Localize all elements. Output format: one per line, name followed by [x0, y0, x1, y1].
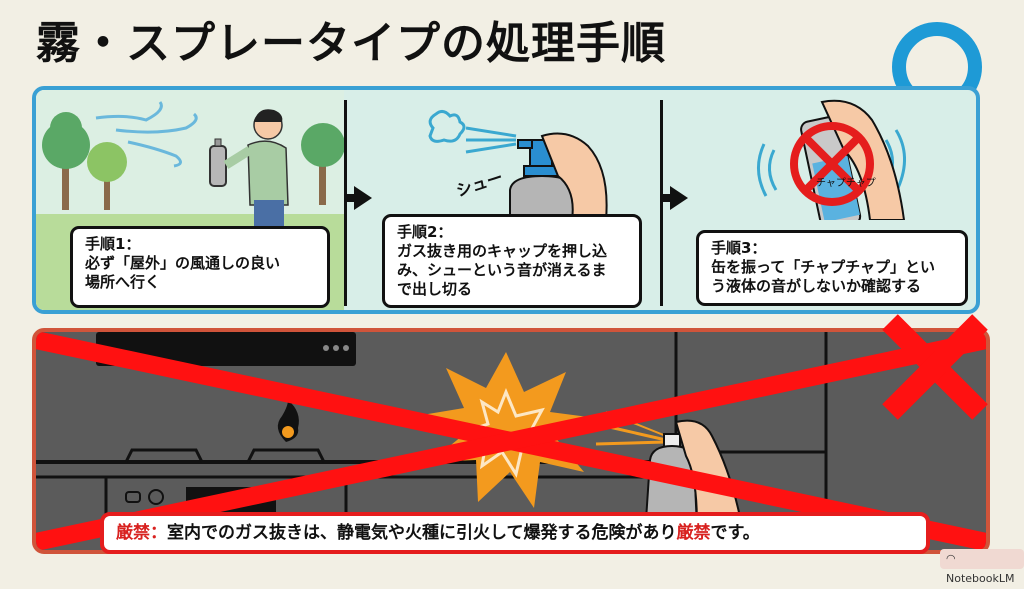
step-1: 手順1： 必ず「屋外」の風通しの良い 場所へ行く: [36, 90, 344, 310]
step-1-line-1: 必ず「屋外」の風通しの良い: [85, 254, 281, 272]
arrow-right-icon: [670, 186, 688, 210]
step-2-line-1: ガス抜き用のキャップを押し込: [397, 242, 608, 260]
warning-prefix: 厳禁：: [116, 523, 167, 543]
shaking-can-illustration: チャプチャプ: [757, 99, 906, 220]
chapu-chapu-label: チャプチャプ: [816, 177, 876, 189]
brand-watermark: ◠ NotebookLM: [940, 549, 1024, 585]
wrong-x-icon: [882, 314, 988, 420]
warning-emphasis: 厳禁: [676, 523, 711, 543]
step-3-heading: 手順3：: [711, 239, 767, 257]
explosion-burst-icon: [416, 352, 596, 508]
warning-panel: [32, 328, 990, 554]
steps-panel: 手順1： 必ず「屋外」の風通しの良い 場所へ行く シュー 手順2： ガス抜き用の…: [32, 86, 980, 314]
shuu-sound-label: シュー: [454, 167, 506, 200]
step-1-line-2: 場所へ行く: [85, 273, 161, 291]
prohibition-icon: [790, 122, 874, 206]
step-3-text-box: 手順3： 缶を振って「チャプチャプ」とい う液体の音がしないか確認する: [696, 230, 968, 306]
step-1-text-box: 手順1： 必ず「屋外」の風通しの良い 場所へ行く: [70, 226, 330, 308]
arrow-stem: [663, 194, 673, 202]
brand-name: NotebookLM: [946, 572, 1015, 585]
person-outdoors-illustration: [42, 101, 344, 230]
step-3: チャプチャプ 手順3： 缶を振って「チャプチャプ」とい う液体の音がしないか確認…: [664, 90, 976, 310]
warning-body: 室内でのガス抜きは、静電気や火種に引火して爆発する危険があり: [167, 523, 677, 543]
warning-message: 厳禁：室内でのガス抜きは、静電気や火種に引火して爆発する危険があり厳禁です。: [100, 512, 930, 554]
indoor-explosion-illustration: [36, 332, 986, 550]
step-2: シュー 手順2： ガス抜き用のキャップを押し込 み、シューという音が消えるま で…: [348, 90, 660, 310]
step-3-line-1: 缶を振って「チャプチャプ」とい: [711, 258, 935, 276]
cross-out-line: [36, 332, 986, 550]
warning-suffix: です。: [710, 523, 760, 543]
step-1-heading: 手順1：: [85, 235, 141, 253]
arrow-stem: [347, 194, 357, 202]
page-title: 霧・スプレータイプの処理手順: [36, 18, 666, 69]
brand-logo-icon: ◠: [946, 552, 956, 565]
step-2-heading: 手順2：: [397, 223, 453, 241]
step-3-line-2: う液体の音がしないか確認する: [711, 277, 922, 295]
spray-nozzle-illustration: シュー: [428, 109, 608, 220]
step-2-line-3: で出し切る: [397, 280, 473, 298]
step-2-line-2: み、シューという音が消えるま: [397, 261, 607, 279]
step-2-text-box: 手順2： ガス抜き用のキャップを押し込 み、シューという音が消えるま で出し切る: [382, 214, 642, 308]
arrow-right-icon: [354, 186, 372, 210]
step-divider: [344, 100, 347, 306]
step-divider: [660, 100, 663, 306]
